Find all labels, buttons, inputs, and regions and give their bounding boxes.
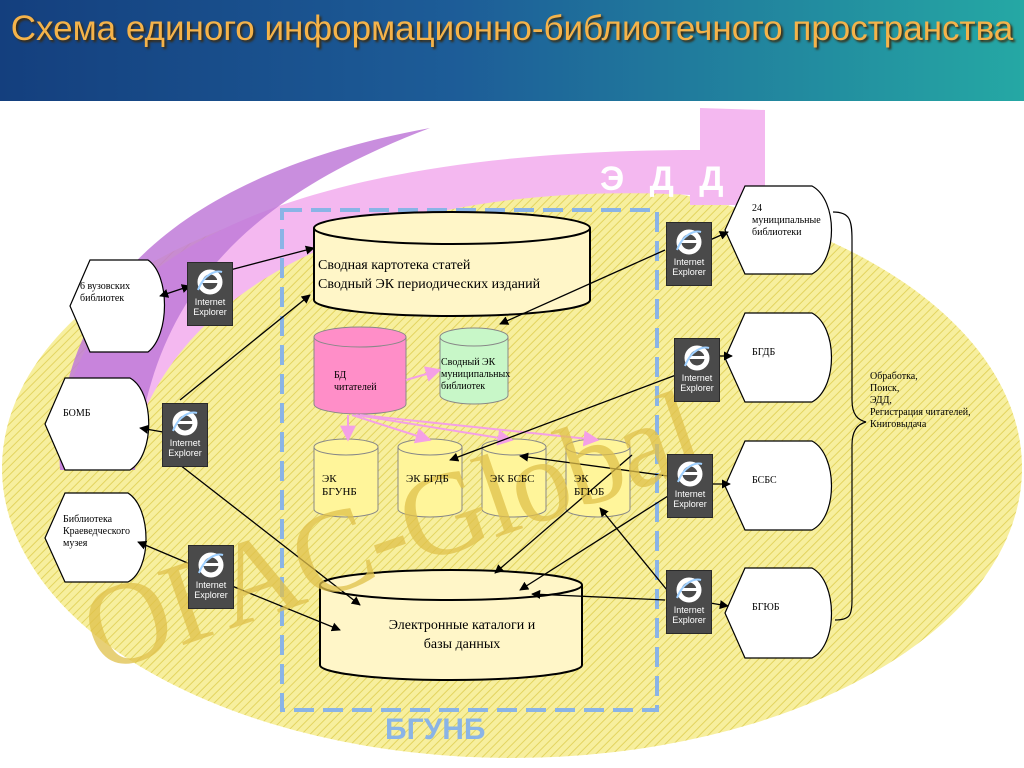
bd-chitateley-db [313,326,407,415]
ek-bgub-label: ЭК БГЮБ [574,473,604,499]
ie-label: Internet Explorer [193,297,227,317]
node-vuz-libraries [69,259,165,353]
functions-item: Регистрация читателей, [870,407,971,418]
node-bomb [44,377,150,471]
ek-bgub-line: ЭК [574,473,589,485]
svodny-municipal-line: муниципальных [441,369,511,380]
node-municipal-libraries [724,185,832,275]
svodnaya-kartoteka-db [313,211,591,317]
ek-bgub-line: БГЮБ [574,486,605,498]
node-bgub [724,567,833,659]
electronic-catalogs-line: Электронные каталоги и [388,618,536,633]
municipal-libraries-label: 24 муниципальные библиотеки [752,203,821,239]
edd-label: Э Д Д [600,160,732,198]
museum-library-line: Библиотека [63,514,113,525]
reader-db-arrows [340,366,600,447]
vuz-libraries-label: 6 вузовских библиотек [80,281,130,305]
svodnaya-label-line: Сводная картотека статей [318,258,471,273]
bgdb-label: БГДБ [752,347,776,358]
internet-explorer-icon[interactable]: Internet Explorer [162,403,208,467]
internet-explorer-icon[interactable]: Internet Explorer [666,222,712,286]
internet-explorer-icon[interactable]: Internet Explorer [187,262,233,326]
museum-library-line: музея [63,538,88,549]
ie-label: Internet Explorer [672,257,706,277]
ie-label: Internet Explorer [168,438,202,458]
electronic-catalogs-label: Электронные каталоги и базы данных [372,616,552,654]
functions-bracket [832,211,867,621]
title-bar: Схема единого информационно-библиотечног… [0,0,1024,101]
bsbs-label: БСБС [752,475,777,486]
functions-item: Поиск, [870,383,900,394]
museum-library-line: Краеведческого [63,526,130,537]
functions-item: Обработка, [870,371,918,382]
ie-logo-icon [677,461,703,487]
ie-logo-icon [172,410,198,436]
ek-bsbs-db [481,438,547,518]
bd-chitateley-line: читателей [334,382,377,393]
ek-bgunb-line: БГУНБ [322,486,357,498]
ie-label: Internet Explorer [194,580,228,600]
svodny-municipal-line: Сводный ЭК [441,357,496,368]
bd-chitateley-line: БД [334,370,347,381]
municipal-libraries-line: 24 [752,203,762,214]
ek-bsbs-label: ЭК БСБС [490,473,535,485]
bgunb-label: БГУНБ [385,713,486,746]
vuz-libraries-line: 6 вузовских [80,281,131,292]
ie-label: Internet Explorer [673,489,707,509]
ek-bgunb-label: ЭК БГУНБ [322,473,357,499]
internet-explorer-icon[interactable]: Internet Explorer [188,545,234,609]
connection-arrows [137,231,733,632]
ie-logo-icon [198,552,224,578]
svodny-municipal-label: Сводный ЭК муниципальных библиотек [441,357,510,393]
functions-list: Обработка, Поиск, ЭДД, Регистрация читат… [870,371,971,431]
ek-bgunb-db [313,438,379,518]
node-bgdb [724,312,832,403]
svodnaya-label: Сводная картотека статей Сводный ЭК пери… [318,256,540,294]
ie-logo-icon [197,269,223,295]
ie-logo-icon [676,577,702,603]
ie-logo-icon [684,345,710,371]
internet-explorer-icon[interactable]: Internet Explorer [674,338,720,402]
vuz-libraries-line: библиотек [80,293,125,304]
ek-bgdb-label: ЭК БГДБ [406,473,449,485]
internet-explorer-icon[interactable]: Internet Explorer [666,570,712,634]
ie-label: Internet Explorer [680,373,714,393]
electronic-catalogs-line: базы данных [423,637,501,652]
municipal-libraries-line: библиотеки [752,227,802,238]
svodny-ek-municipal-db [439,327,509,405]
page-title: Схема единого информационно-библиотечног… [10,9,1014,48]
functions-item: Книговыдача [870,419,927,430]
ie-logo-icon [676,229,702,255]
internet-explorer-icon[interactable]: Internet Explorer [667,454,713,518]
svodnaya-label-line: Сводный ЭК периодических изданий [318,277,541,292]
svodny-municipal-line: библиотек [441,381,486,392]
bd-chitateley-label: БД читателей [334,370,377,394]
bomb-label: БОМБ [63,408,91,419]
bgub-label: БГЮБ [752,602,780,613]
municipal-libraries-line: муниципальные [752,215,821,226]
ek-bgunb-line: ЭК [322,473,337,485]
node-bsbs [724,440,832,531]
functions-item: ЭДД, [870,395,892,406]
electronic-catalogs-db [319,569,583,681]
bgunb-frame [280,208,659,712]
museum-library-label: Библиотека Краеведческого музея [63,514,130,550]
ie-label: Internet Explorer [672,605,706,625]
